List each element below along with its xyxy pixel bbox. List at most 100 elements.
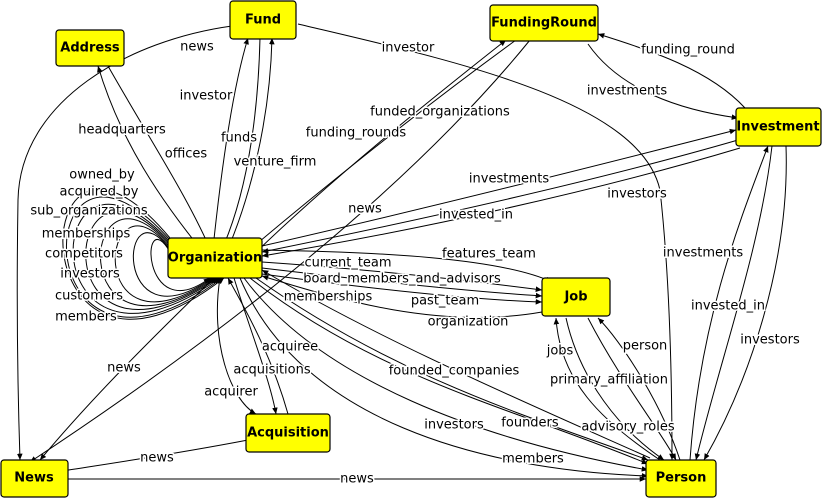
node-person-label: Person [656, 471, 707, 486]
edge-org-address-hq [97, 65, 209, 259]
label-self-members: members [55, 310, 117, 325]
edge-fr-news [29, 39, 531, 463]
edge-job-person-advisory [587, 317, 677, 461]
label-job-primary-affiliation: primary_affiliation [550, 373, 668, 388]
node-acquisition-label: Acquisition [247, 426, 329, 441]
self-loop-3 [114, 225, 215, 303]
edge-job-org-organization [261, 275, 543, 318]
edge-org-job-features [261, 249, 553, 283]
label-job-organization: organization [428, 315, 509, 330]
label-org-news: news [107, 361, 141, 376]
node-address[interactable]: Address [55, 29, 125, 67]
label-inv-investments-person: investments [663, 246, 743, 261]
self-loop-2 [132, 232, 213, 297]
edge-fund-org-investor [211, 37, 249, 259]
edge-org-address-offices [107, 65, 215, 259]
edge-person-inv-investments [689, 145, 769, 461]
label-job-board: board_members_and_advisors [303, 272, 501, 287]
edge-acq-news [55, 439, 249, 474]
label-org-funding-rounds: funding_rounds [306, 126, 407, 141]
edge-person-job-person [597, 317, 681, 461]
node-news[interactable]: News [0, 459, 69, 498]
edge-fr-inv [587, 43, 739, 120]
self-loop-8 [62, 188, 225, 320]
label-org-investors-person: investors [424, 418, 484, 433]
label-job-features-team: features_team [442, 247, 536, 262]
label-org-members: members [502, 452, 564, 467]
node-investment-label: Investment [736, 120, 819, 135]
edge-org-job-current [261, 261, 543, 292]
edge-fr-org-1 [239, 39, 517, 259]
edge-job-person-primary [565, 317, 665, 461]
edge-fund-org-venture [223, 37, 275, 259]
node-job[interactable]: Job [541, 277, 611, 317]
edges [16, 23, 787, 482]
edge-inv-person-investors [703, 145, 787, 461]
node-address-label: Address [60, 41, 120, 56]
edge-org-inv-investments [261, 128, 737, 247]
label-acq-acquisitions: acquisitions [233, 363, 311, 378]
label-org-founded-companies: founded_companies [389, 364, 520, 379]
edge-inv-org-investedin [261, 147, 741, 258]
node-fund-label: Fund [245, 13, 281, 28]
edge-org-job-board [261, 267, 543, 299]
label-self-competitors: competitors [45, 247, 123, 262]
node-acquisition[interactable]: Acquisition [245, 413, 331, 453]
label-org-investors: investors [607, 187, 667, 202]
edge-org-acq-acquisitions [233, 277, 278, 415]
label-org-offices: offices [165, 147, 208, 162]
label-fund-news: news [180, 40, 214, 55]
label-self-customers: customers [55, 289, 123, 304]
edge-org-job-past [261, 273, 543, 305]
label-self-memberships: memberships [42, 227, 131, 242]
node-news-label: News [14, 471, 54, 486]
node-funding-round-label: FundingRound [491, 16, 597, 31]
label-fr-investments: investments [587, 84, 667, 99]
self-loop-1 [150, 238, 211, 292]
label-inv-funding-round: funding_round [641, 43, 735, 58]
edge-fr-org-2 [249, 39, 507, 259]
edge-person-org [261, 269, 651, 459]
self-loop-7 [66, 196, 223, 318]
node-fund[interactable]: Fund [229, 0, 297, 40]
node-funding-round[interactable]: FundingRound [489, 4, 599, 42]
node-organization-label: Organization [168, 251, 262, 266]
edge-acq-org-acquiree [227, 277, 289, 415]
edge-fund-org-funds [217, 37, 261, 259]
label-inv-investors-person: investors [740, 333, 800, 348]
label-self-acquired-by: acquired_by [60, 185, 139, 200]
label-job-person: person [623, 339, 668, 354]
edge-org-person-founders [255, 277, 649, 461]
label-org-memberships-person: memberships [284, 290, 373, 305]
label-org-funds: funds [221, 131, 257, 146]
edge-org-acq-acquirer [216, 277, 257, 415]
edge-person-job-jobs [553, 317, 661, 461]
edge-org-person-investors [243, 277, 649, 472]
label-acq-acquiree: acquiree [262, 340, 318, 355]
label-fund-investor-person: investor [382, 41, 435, 56]
node-investment[interactable]: Investment [735, 107, 822, 147]
label-acq-acquirer: acquirer [204, 385, 258, 400]
label-fr-funded-organizations: funded_organizations [370, 105, 510, 120]
label-self-investors: investors [60, 267, 120, 282]
label-fr-news: news [348, 202, 382, 217]
self-loop-5 [85, 211, 219, 311]
edge-org-person-members [239, 277, 649, 479]
label-self-sub-organizations: sub_organizations [30, 204, 148, 219]
node-person[interactable]: Person [645, 459, 717, 498]
label-acq-news: news [140, 451, 174, 466]
label-fund-investor-org: investor [180, 89, 233, 104]
label-org-invested-in: invested_in [439, 208, 513, 223]
label-job-current-team: current_team [304, 256, 391, 271]
edge-inv-fr [597, 33, 746, 109]
label-org-investments: investments [469, 172, 549, 187]
label-self-owned-by: owned_by [69, 168, 135, 183]
node-organization[interactable]: Organization [167, 237, 263, 279]
label-job-advisory-roles: advisory_roles [581, 420, 674, 435]
label-org-headquarters: headquarters [78, 123, 166, 138]
edge-org-person-founded [249, 277, 649, 465]
self-loop-4 [100, 218, 217, 306]
edge-inv-org-investors [261, 139, 739, 254]
